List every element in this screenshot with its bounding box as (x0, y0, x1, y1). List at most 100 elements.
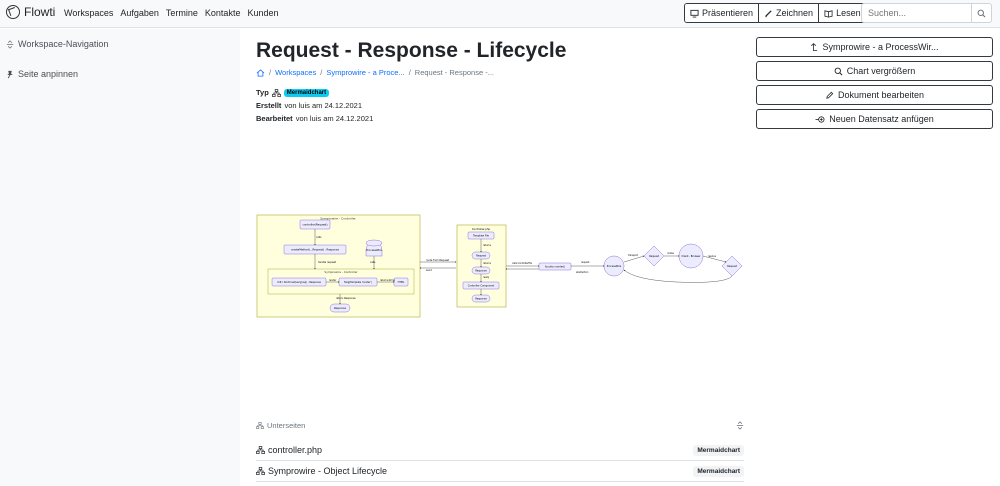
top-navbar: Flowti Workspaces Aufgaben Termine Konta… (0, 0, 1000, 28)
breadcrumb-separator: / (408, 68, 411, 77)
pen-icon (765, 9, 772, 17)
edge-label-render: render (329, 279, 336, 282)
node-html-label: HTML (398, 281, 405, 284)
meta-created-text: von luis am 24.12.2021 (284, 101, 362, 110)
subpages-title: Unterseiten (256, 421, 305, 430)
sitemap-icon (256, 422, 264, 429)
monitor-icon (690, 9, 699, 18)
subpage-row[interactable]: controller.php Mermaidchart (256, 440, 744, 461)
edge-label-send: send (426, 269, 432, 272)
node-request-diamond (643, 245, 665, 267)
subpages-heading: Unterseiten (267, 421, 306, 430)
read-button[interactable]: Lesen (819, 4, 866, 22)
edge-label-resolve: resolve (708, 255, 717, 258)
subpage-link[interactable]: Symprowire - Object Lifecycle (256, 466, 387, 476)
expand-vertical-icon[interactable] (736, 421, 744, 430)
nav-link-kontakte[interactable]: Kontakte (204, 8, 241, 18)
read-label: Lesen (836, 8, 861, 18)
node-client-browser-label: Client - Browser (682, 255, 701, 258)
home-icon[interactable] (256, 68, 265, 77)
node-response-bottom-label: Response (475, 298, 487, 301)
zoom-chart-label: Chart vergrößern (846, 66, 916, 76)
brand-logo-icon (6, 5, 20, 19)
breadcrumb-separator: / (269, 68, 272, 77)
parent-page-label: Symprowire - a ProcessWir... (822, 42, 939, 52)
subpage-row[interactable]: Symprowire - Object Lifecycle Mermaidcha… (256, 461, 744, 482)
edge-label-abstraction: abstraction (576, 271, 589, 274)
group-controller-php-title: Controller.php (472, 227, 491, 231)
node-controller-component-label: Controller Component (468, 285, 494, 288)
level-up-icon (811, 42, 818, 51)
meta-edited: Bearbeitet von luis am 24.12.2021 (256, 114, 373, 123)
search-button[interactable] (971, 3, 992, 23)
breadcrumb: / Workspaces / Symprowire - a Proce... /… (256, 68, 494, 77)
sitemap-icon (256, 446, 265, 454)
brand-name: Flowti (24, 5, 56, 19)
breadcrumb-workspaces[interactable]: Workspaces (275, 68, 317, 77)
edge-label-returns-string: returns string (380, 279, 395, 282)
node-twig-label: Twig(Template 'render') (344, 281, 372, 284)
nav-link-workspaces[interactable]: Workspaces (64, 8, 114, 18)
search-input[interactable] (861, 3, 972, 23)
subpage-link[interactable]: controller.php (256, 445, 322, 455)
node-processwire-label: ProcessWire (366, 248, 382, 252)
edit-document-button[interactable]: Dokument bearbeiten (756, 85, 993, 105)
node-template-file-label: Template File (473, 235, 489, 238)
edge-label-transport: transport (628, 254, 638, 257)
node-function-render (538, 262, 572, 271)
diagram-canvas: Symprowire - Controller Symprowire - Con… (256, 214, 743, 318)
pin-page-label: Seite anpinnen (18, 69, 79, 79)
edge-label-returns: returns (483, 244, 492, 247)
expand-vertical-icon (6, 39, 14, 49)
meta-type-label: Typ (256, 88, 269, 97)
pin-page-button[interactable]: Seite anpinnen (6, 69, 78, 79)
type-badge: Mermaidchart (283, 88, 330, 97)
edge-label-calls-2: calls (370, 261, 376, 264)
add-record-icon (815, 115, 825, 123)
workspace-navigation-label: Workspace-Navigation (18, 39, 109, 49)
node-controller-request-label: controller(Request) (303, 223, 328, 227)
node-processwire-circle-label: ProcessWire (607, 265, 622, 268)
node-request-mid-label: Request (476, 255, 486, 258)
main-nav: Workspaces Aufgaben Termine Kontakte Kun… (64, 8, 278, 18)
draw-label: Zeichnen (776, 8, 814, 18)
subpage-label: Symprowire - Object Lifecycle (268, 466, 388, 476)
parent-page-button[interactable]: Symprowire - a ProcessWir... (756, 37, 993, 57)
subpage-label: controller.php (268, 445, 323, 455)
zoom-chart-button[interactable]: Chart vergrößern (756, 61, 993, 81)
edge-label-request: request (581, 261, 589, 264)
mermaid-diagram[interactable]: Symprowire - Controller Symprowire - Con… (256, 212, 746, 320)
nav-link-aufgaben[interactable]: Aufgaben (120, 8, 159, 18)
subgroup-controller-title: Symprowire - Controller (324, 270, 358, 274)
workspace-navigation-toggle[interactable]: Workspace-Navigation (6, 39, 108, 49)
zoom-icon (834, 67, 843, 75)
edit-document-label: Dokument bearbeiten (837, 90, 925, 100)
breadcrumb-separator: / (320, 68, 323, 77)
diagram-icon (271, 88, 281, 97)
add-record-button[interactable]: Neuen Datensatz anfügen (756, 109, 993, 129)
node-processwire-top (365, 239, 383, 247)
group1-edges (314, 229, 457, 305)
edge-label-calls: calls (316, 236, 322, 239)
edge-label-returns-2: returns (483, 262, 492, 265)
nav-link-kunden[interactable]: Kunden (247, 8, 279, 18)
group2-edges (480, 239, 540, 296)
meta-edited-label: Bearbeitet (256, 114, 293, 123)
node-request-diamond-2-label: Request (727, 265, 737, 268)
node-doctrine-query-label: Urlt \ DoctrineQuery(req) : Response (277, 281, 321, 284)
node-response-mid-label: Response (475, 270, 487, 273)
breadcrumb-parent[interactable]: Symprowire - a Proce... (326, 68, 405, 77)
nav-link-termine[interactable]: Termine (165, 8, 198, 18)
meta-edited-text: von luis am 24.12.2021 (295, 114, 374, 123)
meta-type: Typ Mermaidchart (256, 88, 330, 97)
edge-label-routes: routes (667, 252, 675, 255)
draw-button[interactable]: Zeichnen (759, 4, 820, 22)
search-icon (977, 9, 986, 17)
subpage-type-badge: Mermaidchart (693, 465, 744, 477)
add-record-label: Neuen Datensatz anfügen (829, 114, 934, 124)
brand[interactable]: Flowti (6, 5, 55, 19)
pin-icon (7, 70, 13, 78)
present-button[interactable]: Präsentieren (685, 4, 760, 22)
book-icon (824, 9, 833, 18)
page-title: Request - Response - Lifecycle (256, 39, 567, 62)
